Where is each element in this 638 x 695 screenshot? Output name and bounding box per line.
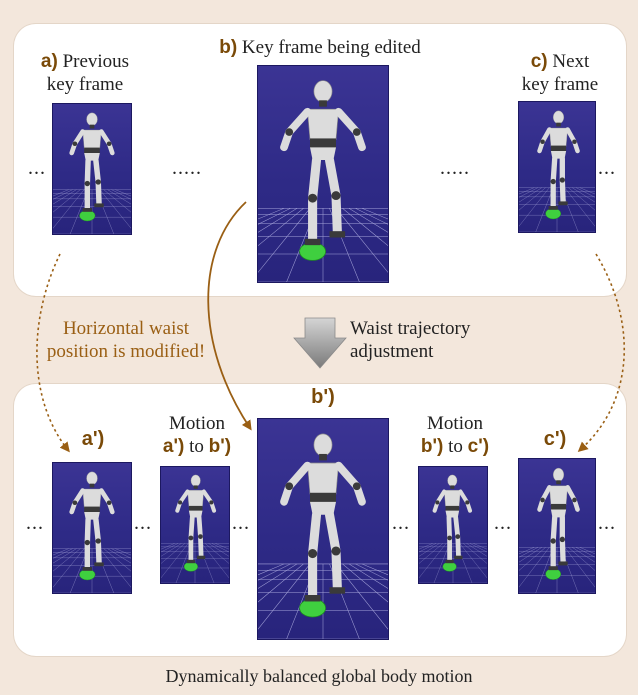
robot-scene <box>258 433 388 639</box>
robot-figure <box>432 474 473 572</box>
label-a-line2: key frame <box>46 74 124 95</box>
robot-scene <box>419 474 487 583</box>
label-b-text: Key frame being edited <box>241 37 421 58</box>
ellipsis-mid-right: ..... <box>440 157 470 179</box>
process-down-arrow <box>293 317 347 369</box>
label-a-prime: a') <box>81 428 105 450</box>
label-tag-c: c) <box>530 51 548 72</box>
label-c-prime: c') <box>543 428 567 450</box>
robot-scene <box>53 471 131 593</box>
label-motion-b-to-c: Motion b') to c') <box>400 412 510 458</box>
note-line2: position is modified! <box>46 341 206 362</box>
robot-frame-motion-ab <box>160 466 230 584</box>
label-c-line2: key frame <box>521 74 599 95</box>
robot-scene <box>258 80 388 282</box>
motion-bc-from: b') <box>420 436 444 457</box>
robot-figure <box>280 80 366 261</box>
label-b-prime: b') <box>311 386 335 408</box>
label-next-key-frame: c) Next key frame <box>500 50 620 96</box>
label-motion-a-to-b: Motion a') to b') <box>142 412 252 458</box>
robot-scene <box>53 112 131 234</box>
ellipsis-right: ... <box>598 157 616 179</box>
label-tag-a: a) <box>40 51 58 72</box>
motion-bc-to-word: to <box>448 436 463 457</box>
robot-frame-c-prime <box>518 458 596 594</box>
waist-modified-note: Horizontal waist position is modified! <box>26 317 226 363</box>
robot-scene <box>519 110 595 232</box>
robot-frame-b-prime <box>257 418 389 640</box>
robot-frame-a <box>52 103 132 235</box>
process-label: Waist trajectory adjustment <box>350 317 510 363</box>
motion-bc-to: c') <box>467 436 490 457</box>
robot-figure <box>69 112 115 222</box>
ellipsis-bottom-1: ... <box>26 512 44 534</box>
label-tag-b: b) <box>219 37 238 58</box>
floor-grid <box>519 187 595 232</box>
ellipsis-mid-left: ..... <box>172 157 202 179</box>
label-edited-key-frame: b) Key frame being edited <box>170 36 470 59</box>
ellipsis-bottom-3: ... <box>232 512 250 534</box>
robot-scene <box>519 467 595 593</box>
ellipsis-bottom-2: ... <box>134 512 152 534</box>
robot-frame-a-prime <box>52 462 132 594</box>
robot-figure <box>175 474 217 572</box>
figure-caption: Dynamically balanced global body motion <box>165 666 473 686</box>
process-line2: adjustment <box>350 341 434 362</box>
label-a-line1: Previous <box>62 51 130 72</box>
robot-frame-b <box>257 65 389 283</box>
label-c-line1: Next <box>552 51 590 72</box>
ground-ball <box>442 561 457 572</box>
ellipsis-bottom-5: ... <box>494 512 512 534</box>
label-previous-key-frame: a) Previous key frame <box>20 50 150 96</box>
ground-ball <box>545 568 562 580</box>
robot-figure <box>537 467 580 580</box>
ground-ball <box>79 210 96 222</box>
process-line1: Waist trajectory <box>350 318 471 339</box>
ellipsis-bottom-4: ... <box>392 512 410 534</box>
ground-ball <box>299 598 326 618</box>
robot-figure <box>537 110 580 220</box>
motion-ab-title: Motion <box>169 413 225 434</box>
motion-bc-title: Motion <box>427 413 483 434</box>
motion-ab-to: b') <box>208 436 232 457</box>
motion-ab-to-word: to <box>189 436 204 457</box>
floor-grid <box>258 208 388 282</box>
ellipsis-left: ... <box>28 157 46 179</box>
ground-ball <box>545 208 562 220</box>
ground-ball <box>79 569 96 581</box>
ellipsis-bottom-6: ... <box>598 512 616 534</box>
floor-grid <box>419 543 487 583</box>
ground-ball <box>183 561 198 572</box>
note-line1: Horizontal waist <box>62 318 190 339</box>
floor-grid <box>258 563 388 639</box>
robot-scene <box>161 474 229 583</box>
motion-ab-from: a') <box>162 436 185 457</box>
robot-figure <box>69 471 115 581</box>
robot-frame-c <box>518 101 596 233</box>
ground-ball <box>299 242 326 261</box>
robot-frame-motion-bc <box>418 466 488 584</box>
robot-figure <box>280 433 366 618</box>
